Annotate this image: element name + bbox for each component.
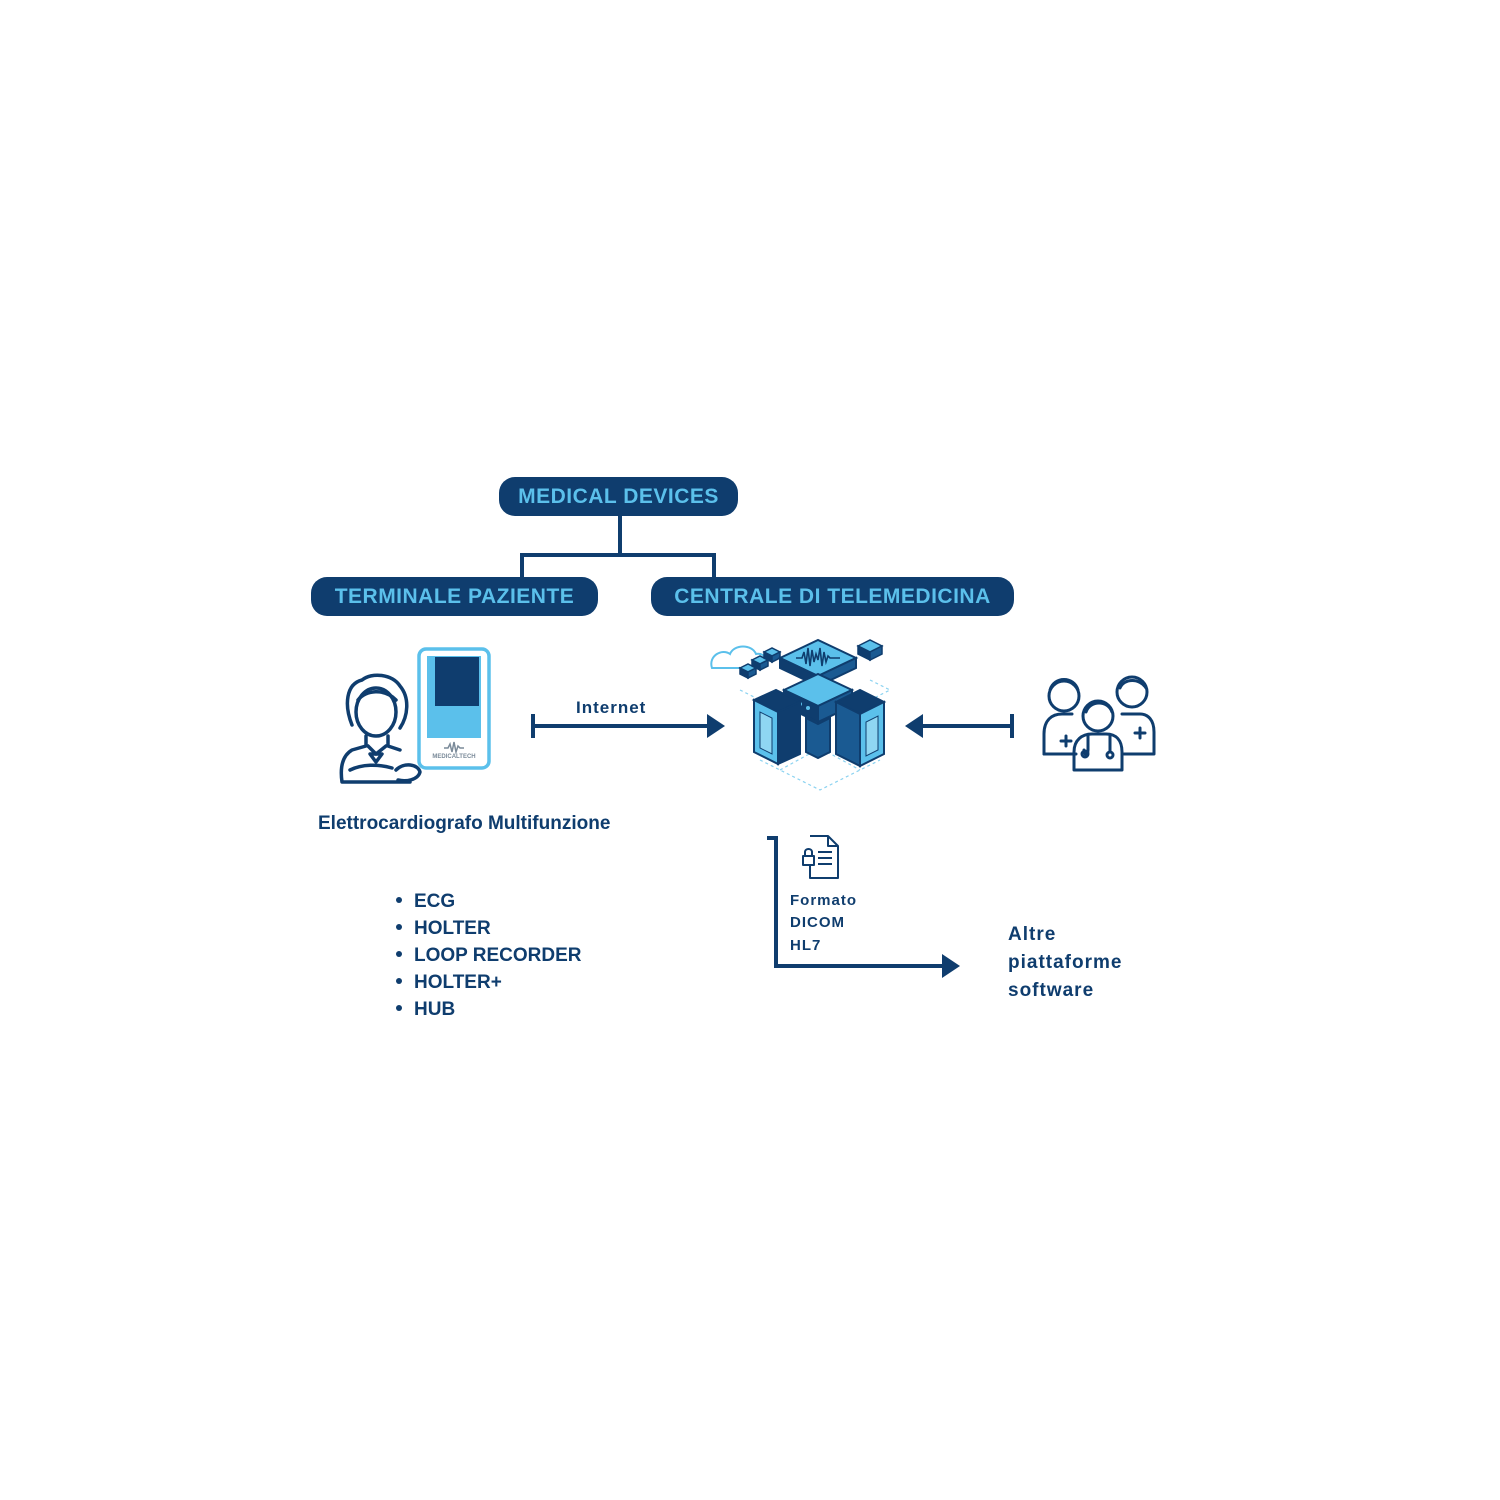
centrale-telemedicina-pill: CENTRALE DI TELEMEDICINA xyxy=(651,577,1014,616)
feature-item: HUB xyxy=(392,996,582,1023)
bullet-icon xyxy=(396,1005,402,1012)
bullet-icon xyxy=(396,951,402,958)
format-hl7: HL7 xyxy=(790,937,822,954)
feature-item: LOOP RECORDER xyxy=(392,942,582,969)
bullet-icon xyxy=(396,978,402,985)
staff-arrow xyxy=(905,714,1014,738)
feature-item: ECG xyxy=(392,888,582,915)
destination-line-1: Altre xyxy=(1008,924,1057,945)
export-arrow xyxy=(767,836,960,978)
terminale-paziente-pill: TERMINALE PAZIENTE xyxy=(311,577,598,616)
format-label: Formato xyxy=(790,892,857,909)
destination-line-3: software xyxy=(1008,980,1095,1001)
destination-line-2: piattaforme xyxy=(1008,952,1123,973)
device-caption: Elettrocardiografo Multifunzione xyxy=(318,813,611,834)
feature-item: HOLTER+ xyxy=(392,969,582,996)
tablet-brand-label: MEDICALTECH xyxy=(432,754,476,760)
internet-arrow xyxy=(531,714,725,738)
bullet-icon xyxy=(396,897,402,904)
bullet-icon xyxy=(396,924,402,931)
internet-label: Internet xyxy=(576,698,647,717)
feature-item: HOLTER xyxy=(392,915,582,942)
feature-list: ECG HOLTER LOOP RECORDER HOLTER+ HUB xyxy=(392,888,582,1023)
format-dicom: DICOM xyxy=(790,914,845,931)
medical-devices-pill: MEDICAL DEVICES xyxy=(499,477,738,516)
